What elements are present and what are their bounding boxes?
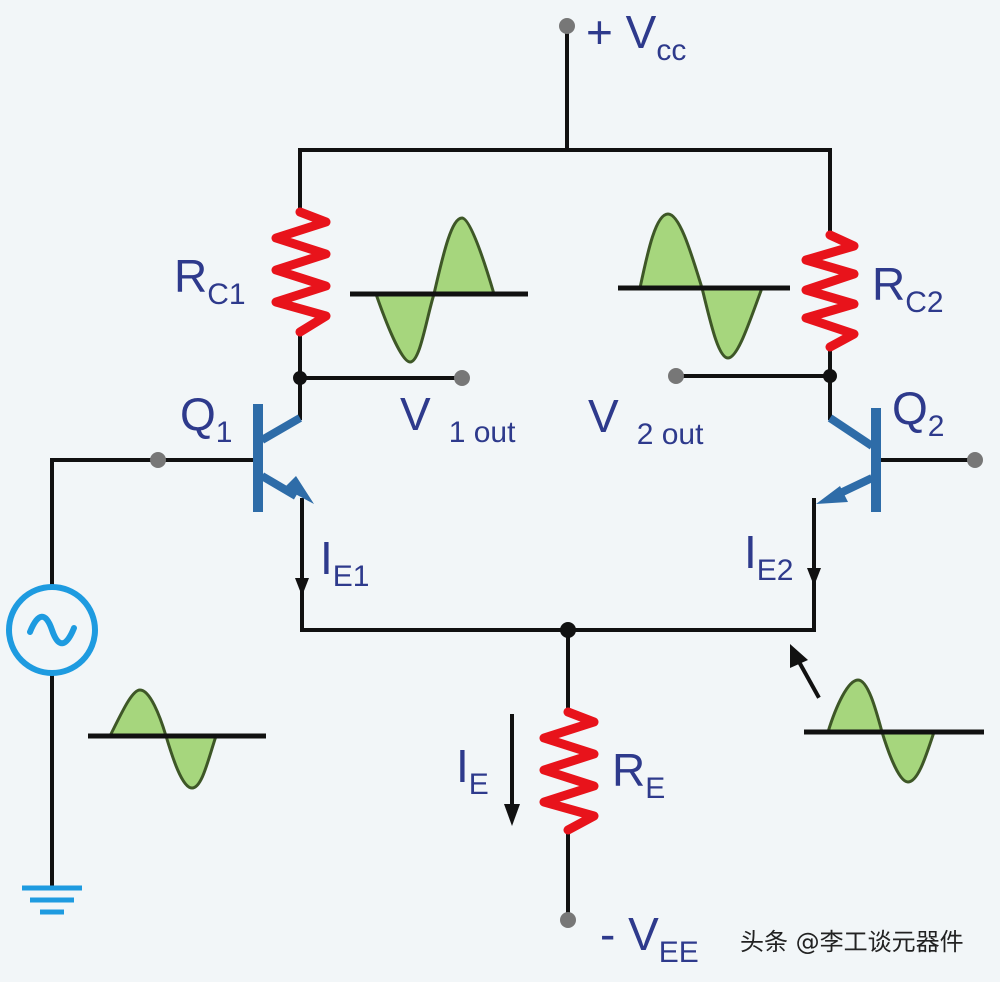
label-ie2: IE2 (744, 526, 793, 587)
current-arrow-ie2 (807, 568, 821, 586)
ground-icon (22, 885, 82, 915)
junction-node-q2-collector (823, 369, 837, 383)
junction-node-emitter (560, 622, 576, 638)
v1out-terminal (454, 370, 470, 386)
waveform-input (88, 688, 266, 790)
junction-node-q1-collector (293, 371, 307, 385)
ac-source-icon (6, 584, 98, 676)
waveform-emitter (804, 678, 984, 784)
label-vcc: + Vcc (586, 6, 686, 67)
input1-terminal (150, 452, 166, 468)
input2-terminal (967, 452, 983, 468)
label-rc1: RC1 (174, 250, 246, 311)
label-re: RE (612, 744, 665, 805)
transistor-q1 (253, 404, 314, 512)
v2out-terminal (668, 368, 684, 384)
label-vee: - VEE (600, 908, 699, 969)
label-q2: Q2 (892, 382, 944, 443)
current-arrow-ie (504, 714, 520, 826)
label-rc2: RC2 (872, 258, 944, 319)
pointer-arrow (790, 644, 821, 699)
resistor-rc2 (801, 230, 859, 352)
waveform-v1out (350, 216, 528, 364)
label-ie: IE (456, 740, 489, 801)
current-arrow-ie1 (295, 578, 309, 596)
waveform-v2out (618, 212, 790, 360)
label-q1: Q1 (180, 388, 232, 449)
resistor-re (539, 707, 599, 835)
resistor-rc1 (271, 207, 331, 337)
wiring (50, 24, 977, 922)
vee-terminal (560, 912, 576, 928)
label-ie1: IE1 (320, 532, 369, 593)
transistor-q2 (816, 408, 881, 512)
vcc-terminal (559, 18, 575, 34)
watermark: 头条 @李工谈元器件 (740, 928, 964, 956)
